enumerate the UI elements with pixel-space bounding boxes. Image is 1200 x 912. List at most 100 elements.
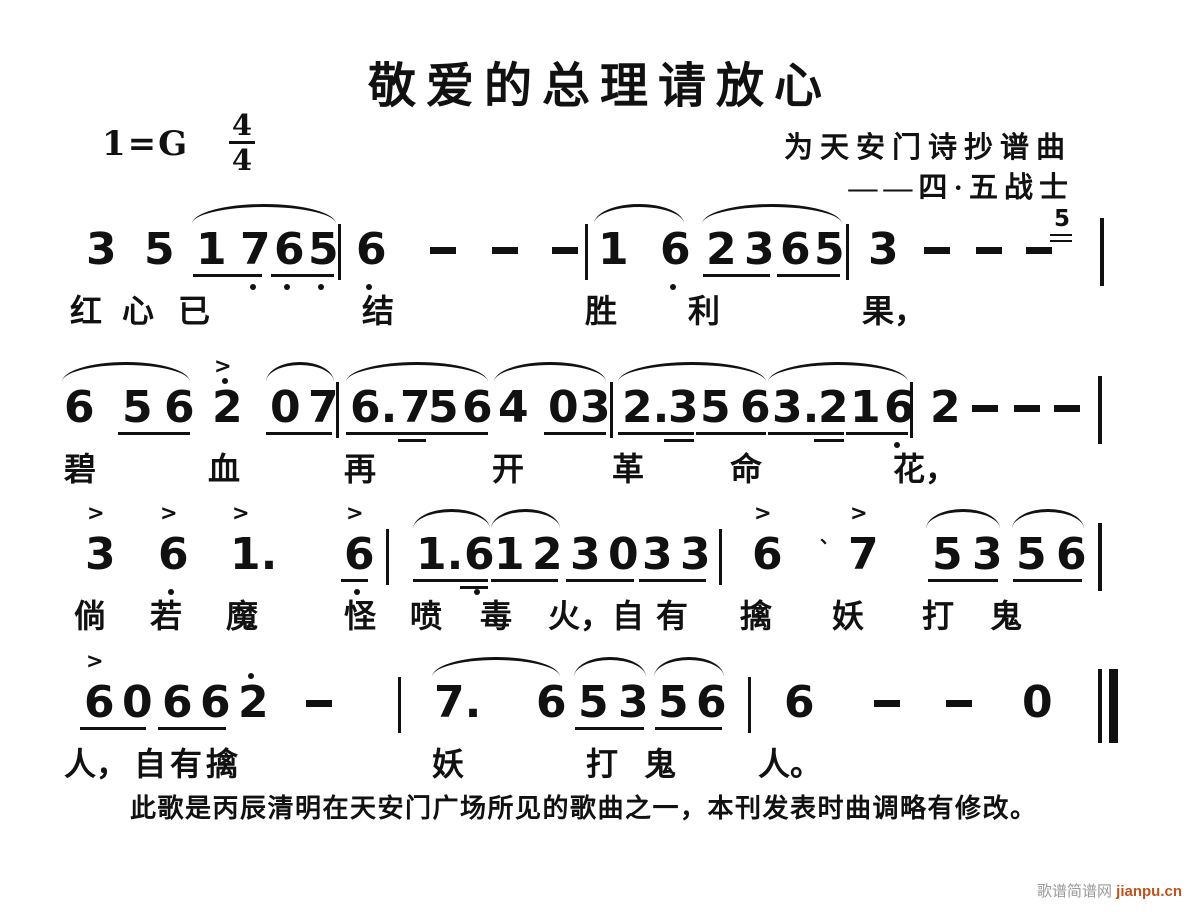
lyric-syllable: 鬼 xyxy=(990,598,1023,634)
note: 6 xyxy=(84,677,115,728)
note: 7 xyxy=(400,382,431,433)
lyric-syllable: 有 xyxy=(656,598,689,634)
slur-arc xyxy=(491,509,560,529)
note: 6 xyxy=(462,382,493,433)
note: 2 xyxy=(818,382,849,433)
note: 0 xyxy=(548,382,579,433)
note: 2 xyxy=(212,382,243,433)
octave-dot-below xyxy=(894,442,900,448)
lyric-syllable: 擒 xyxy=(206,746,239,782)
lyric-syllable: 胜 xyxy=(585,293,618,329)
octave-dot-below xyxy=(168,589,174,595)
beam-underline xyxy=(1050,234,1072,236)
note: 7. xyxy=(434,677,482,728)
beam-underline xyxy=(460,586,488,589)
barline xyxy=(719,529,722,585)
accent-mark: > xyxy=(87,501,105,525)
octave-dot-below xyxy=(670,284,676,290)
lyric-syllable: 怪 xyxy=(344,598,377,634)
note: 5 xyxy=(578,677,609,728)
dash-note xyxy=(946,700,972,707)
beam-underline xyxy=(1013,579,1082,582)
lyric-syllable: 碧 xyxy=(64,451,97,487)
dash-note xyxy=(492,247,518,254)
beam-underline xyxy=(341,579,368,582)
beam-underline xyxy=(193,274,262,277)
lyric-syllable: 革 xyxy=(612,451,645,487)
beam-underline xyxy=(413,579,488,582)
composer-name: ——四·五战士 xyxy=(848,172,1074,204)
beam-underline xyxy=(664,439,694,442)
octave-dot-below xyxy=(474,589,480,595)
note: 6 xyxy=(344,529,375,580)
octave-dot-below xyxy=(284,284,290,290)
note: 3 xyxy=(868,224,899,275)
beam-underline xyxy=(703,274,770,277)
time-signature-denominator: 4 xyxy=(231,143,253,177)
site-watermark: 歌谱简谱网 jianpu.cn xyxy=(1037,880,1182,901)
octave-dot-below xyxy=(318,284,324,290)
note: 0 xyxy=(1022,677,1053,728)
dash-note xyxy=(972,405,998,412)
lyric-syllable: 再 xyxy=(344,451,377,487)
lyric-syllable: 花， xyxy=(893,451,958,487)
lyric-syllable: 自 xyxy=(134,746,167,782)
note: 7 xyxy=(240,224,271,275)
slur-arc xyxy=(1012,509,1084,529)
note: 5 xyxy=(308,224,339,275)
note: 4 xyxy=(498,382,529,433)
barline xyxy=(585,224,588,280)
note: 0 xyxy=(122,677,153,728)
slur-arc xyxy=(62,362,190,382)
lyric-syllable: 倘 xyxy=(74,598,107,634)
barline xyxy=(386,529,389,585)
note: 6 xyxy=(884,382,915,433)
footnote-text: 此歌是丙辰清明在天安门广场所见的歌曲之一，本刊发表时曲调略有修改。 xyxy=(130,794,1038,823)
key-signature: 1=G xyxy=(102,124,190,164)
grace-note: 5 xyxy=(1054,206,1071,232)
note: 5 xyxy=(428,382,459,433)
note: 6 xyxy=(696,677,727,728)
dash-note xyxy=(976,247,1002,254)
dash-note xyxy=(306,700,332,707)
note: 6 xyxy=(162,677,193,728)
note: 2. xyxy=(622,382,670,433)
lyric-syllable: 结 xyxy=(362,293,395,329)
accent-mark: > xyxy=(754,501,772,525)
slur-arc xyxy=(192,204,336,224)
octave-dot-below xyxy=(366,284,372,290)
note: 3 xyxy=(642,529,673,580)
note: 5 xyxy=(814,224,845,275)
lyric-syllable: 人。 xyxy=(758,746,823,782)
note: 1. xyxy=(230,529,278,580)
note: 7 xyxy=(848,529,879,580)
slur-arc xyxy=(266,362,334,382)
barline xyxy=(610,382,613,438)
beam-underline xyxy=(346,432,426,435)
lyric-syllable: 魔 xyxy=(226,598,259,634)
note: 5 xyxy=(144,224,175,275)
note: 6 xyxy=(64,382,95,433)
lyric-syllable: 命 xyxy=(730,451,763,487)
note: 5 xyxy=(1016,529,1047,580)
time-signature: 4 4 xyxy=(224,110,260,175)
note: 7 xyxy=(308,382,339,433)
dash-note xyxy=(552,247,578,254)
accent-mark: > xyxy=(346,501,364,525)
barline xyxy=(336,382,339,438)
note: 6 xyxy=(752,529,783,580)
slur-arc xyxy=(432,657,560,677)
beam-underline xyxy=(544,432,606,435)
note: 3 xyxy=(972,529,1003,580)
note: 6 xyxy=(158,529,189,580)
barline xyxy=(338,224,341,280)
watermark-site-url[interactable]: jianpu.cn xyxy=(1116,883,1182,900)
note: 2 xyxy=(930,382,961,433)
note: 6 xyxy=(660,224,691,275)
slur-arc xyxy=(926,509,1000,529)
slur-arc xyxy=(574,657,646,677)
